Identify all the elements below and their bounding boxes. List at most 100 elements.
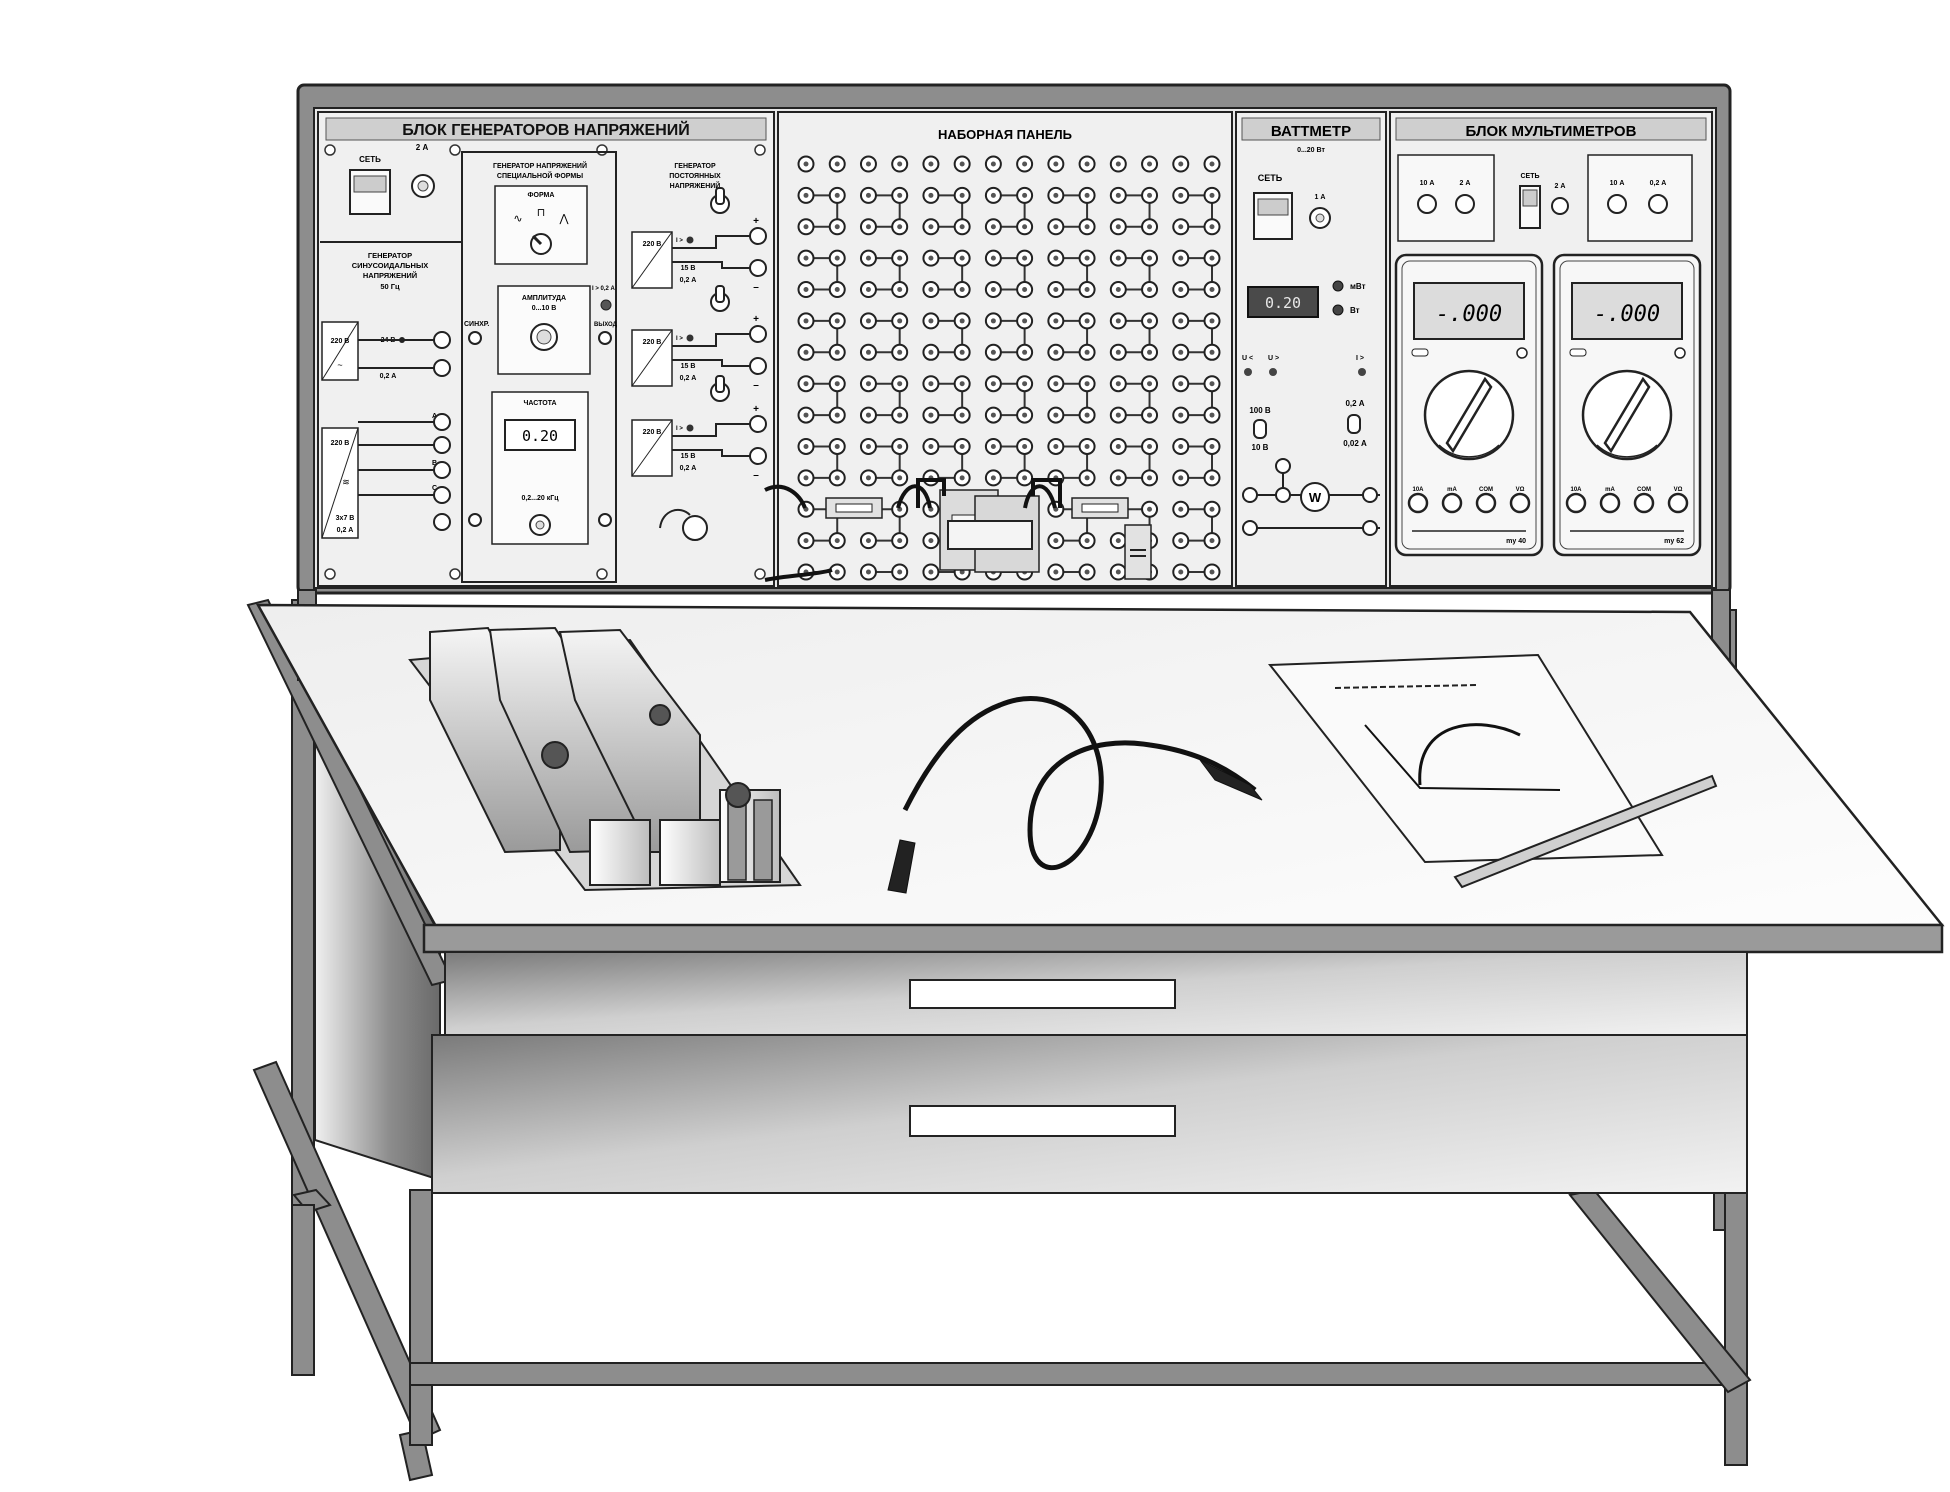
dc-plus-jack[interactable]	[749, 227, 767, 245]
three-phase-input-label: 220 В	[331, 440, 350, 447]
patch-socket-hole	[959, 412, 965, 418]
dc-toggle-switch[interactable]	[715, 187, 725, 205]
patch-socket-hole	[1022, 255, 1028, 261]
multimeter-led	[1516, 347, 1528, 359]
patch-socket-hole	[928, 287, 934, 293]
phase-jack[interactable]	[433, 486, 451, 504]
patch-socket-hole	[959, 475, 965, 481]
multimeter-input-jack[interactable]	[1407, 492, 1429, 514]
sine-output-jack[interactable]	[433, 359, 451, 377]
patch-socket-hole	[1209, 538, 1215, 544]
multimeter-jack-label: COM	[1637, 487, 1651, 493]
phase-label-a: А	[432, 413, 437, 420]
hold-button[interactable]	[1569, 348, 1587, 357]
right-fuse-jack[interactable]	[1648, 194, 1668, 214]
dc-minus-jack[interactable]	[749, 447, 767, 465]
frequency-label: ЧАСТОТА	[523, 400, 556, 407]
watt-jack[interactable]	[1362, 520, 1378, 536]
patch-socket-hole	[1115, 569, 1121, 575]
multimeter-input-jack[interactable]	[1633, 492, 1655, 514]
dc-plus-jack[interactable]	[749, 415, 767, 433]
patch-socket-hole	[1084, 255, 1090, 261]
watt-jack[interactable]	[1275, 458, 1291, 474]
dc-adjust-knob[interactable]	[682, 515, 708, 541]
left-fuse-jack[interactable]	[1455, 194, 1475, 214]
dc-minus-jack[interactable]	[749, 357, 767, 375]
screw	[449, 568, 461, 580]
watt-jack[interactable]	[1242, 520, 1258, 536]
hold-button[interactable]	[1411, 348, 1429, 357]
vt-led	[1332, 304, 1344, 316]
coil-label-plate	[947, 520, 1033, 550]
phase-jack[interactable]	[433, 413, 451, 431]
patch-socket-hole	[928, 569, 934, 575]
dc-limit-label: I >	[676, 336, 683, 342]
voltage-range-toggle[interactable]	[1253, 419, 1267, 439]
dc-title-2: ПОСТОЯННЫХ	[669, 173, 721, 180]
patch-socket-hole	[1178, 255, 1184, 261]
u-limit-label: U <	[1242, 355, 1253, 362]
phase-jack[interactable]	[433, 436, 451, 454]
watt-jack[interactable]	[1275, 487, 1291, 503]
patch-socket-hole	[1209, 161, 1215, 167]
patch-socket-hole	[959, 318, 965, 324]
patch-socket-hole	[1084, 161, 1090, 167]
upper-drawer-handle[interactable]	[909, 979, 1176, 1009]
patch-socket-hole	[959, 161, 965, 167]
patch-socket-hole	[803, 475, 809, 481]
screw	[754, 568, 766, 580]
watt-meter-symbol	[1300, 482, 1330, 512]
neutral-jack[interactable]	[433, 513, 451, 531]
dc-plus-jack[interactable]	[749, 325, 767, 343]
multimeter-input-jack[interactable]	[1441, 492, 1463, 514]
multimeter-display-value: -.000	[1436, 302, 1502, 327]
multimeter-input-jack[interactable]	[1565, 492, 1587, 514]
multi-fuse-holder[interactable]	[1551, 197, 1569, 215]
dc-toggle-switch[interactable]	[715, 375, 725, 393]
output-jack[interactable]	[598, 331, 612, 345]
patch-socket-hole	[1209, 412, 1215, 418]
output-label: ВЫХОД	[594, 322, 618, 328]
wattmeter-title: ВАТТМЕТР	[1271, 123, 1351, 140]
dc-minus-jack[interactable]	[749, 259, 767, 277]
patch-socket-hole	[1115, 255, 1121, 261]
watt-mains-label: СЕТЬ	[1258, 173, 1283, 183]
watt-jack[interactable]	[1242, 487, 1258, 503]
multimeter-input-jack[interactable]	[1509, 492, 1531, 514]
sync-jack[interactable]	[468, 331, 482, 345]
special-ground-jack[interactable]	[598, 513, 612, 527]
right-fuse-jack[interactable]	[1607, 194, 1627, 214]
patch-socket-hole	[1147, 443, 1153, 449]
patch-socket-hole	[1022, 443, 1028, 449]
patch-socket-hole	[897, 349, 903, 355]
i-over-label: I >	[1356, 355, 1364, 362]
multimeter-input-jack[interactable]	[1475, 492, 1497, 514]
desk-frame	[252, 599, 1752, 1482]
special-ground-jack[interactable]	[468, 513, 482, 527]
patch-socket-hole	[1147, 287, 1153, 293]
capacitor-module	[1124, 524, 1152, 580]
left-front-leg	[252, 1060, 442, 1442]
watt-jack[interactable]	[1362, 487, 1378, 503]
patch-socket-hole	[1053, 381, 1059, 387]
dc-toggle-switch[interactable]	[715, 285, 725, 303]
left-fuse-jack[interactable]	[1417, 194, 1437, 214]
sine-output-jack[interactable]	[433, 331, 451, 349]
dc-overload-led	[686, 334, 694, 342]
resistor-symbol	[1081, 503, 1119, 513]
patch-socket-hole	[803, 318, 809, 324]
patch-socket-hole	[959, 349, 965, 355]
multimeter-input-jack[interactable]	[1667, 492, 1689, 514]
multimeter-jack-label: mА	[1447, 487, 1457, 493]
patch-socket-hole	[803, 381, 809, 387]
multimeter-display	[1413, 282, 1525, 340]
frequency-frame	[491, 391, 589, 545]
current-range-toggle[interactable]	[1347, 414, 1361, 434]
multimeter-input-jack[interactable]	[1599, 492, 1621, 514]
patch-socket-hole	[803, 192, 809, 198]
phase-jack[interactable]	[433, 461, 451, 479]
patch-socket-hole	[897, 412, 903, 418]
patch-socket-hole	[928, 412, 934, 418]
jumper-wire	[896, 484, 932, 509]
lower-drawer-handle[interactable]	[909, 1105, 1176, 1137]
